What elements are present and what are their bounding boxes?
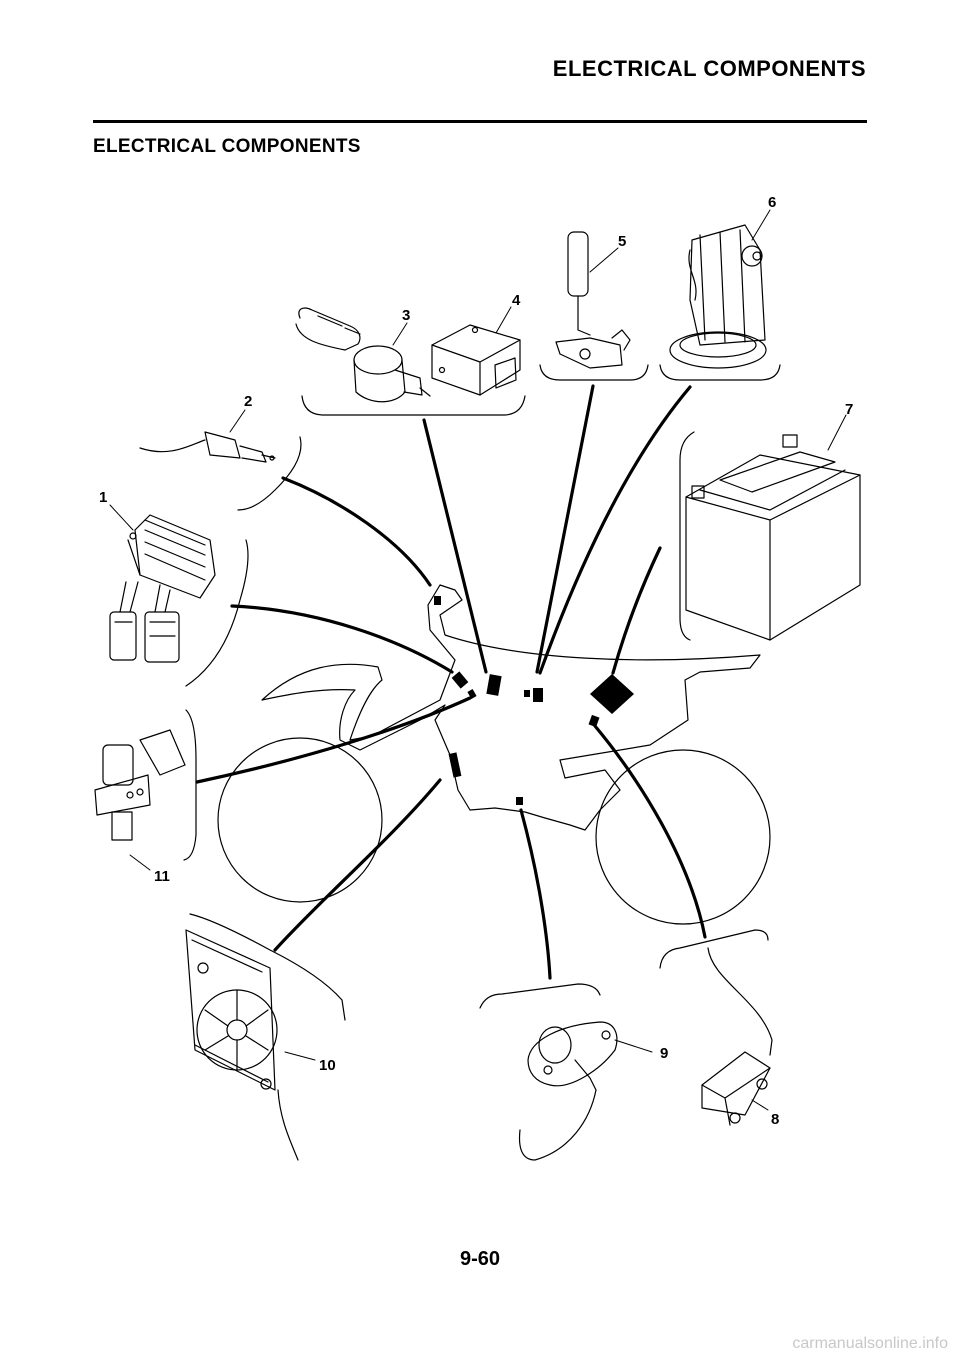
callout-3: 3	[402, 307, 410, 324]
callout-2: 2	[244, 393, 252, 410]
callout-7: 7	[845, 401, 853, 418]
callout-5: 5	[618, 233, 626, 250]
fuel-pump-part	[669, 224, 767, 369]
sensor-part-11	[94, 729, 186, 841]
sensor-part-9	[518, 1021, 618, 1161]
callout-pointers	[109, 209, 847, 1111]
callout-6: 6	[768, 194, 776, 211]
sensor-part-2	[139, 431, 276, 463]
header-title: ELECTRICAL COMPONENTS	[552, 56, 866, 81]
callout-frames	[183, 364, 781, 1021]
ecu-part	[431, 324, 521, 396]
header-rule	[93, 120, 867, 123]
battery-part	[685, 434, 861, 641]
rectifier-regulator-part	[109, 514, 216, 663]
motorcycle-frame-outline	[217, 584, 771, 925]
callout-11: 11	[154, 868, 170, 885]
callout-1: 1	[99, 489, 107, 506]
callout-10: 10	[319, 1057, 336, 1074]
fuel-sender-part	[555, 231, 631, 369]
component-location-markers	[434, 596, 634, 805]
section-title: ELECTRICAL COMPONENTS	[93, 136, 361, 157]
callout-8: 8	[771, 1111, 779, 1128]
sensor-part-8	[701, 947, 773, 1126]
watermark: carmanualsonline.info	[792, 1335, 948, 1352]
ignition-coil-part	[295, 307, 431, 403]
leader-lines	[195, 384, 707, 980]
callout-4: 4	[512, 292, 521, 309]
callout-9: 9	[660, 1045, 668, 1062]
radiator-fan-part	[185, 929, 299, 1161]
page-number: 9-60	[459, 1248, 501, 1270]
